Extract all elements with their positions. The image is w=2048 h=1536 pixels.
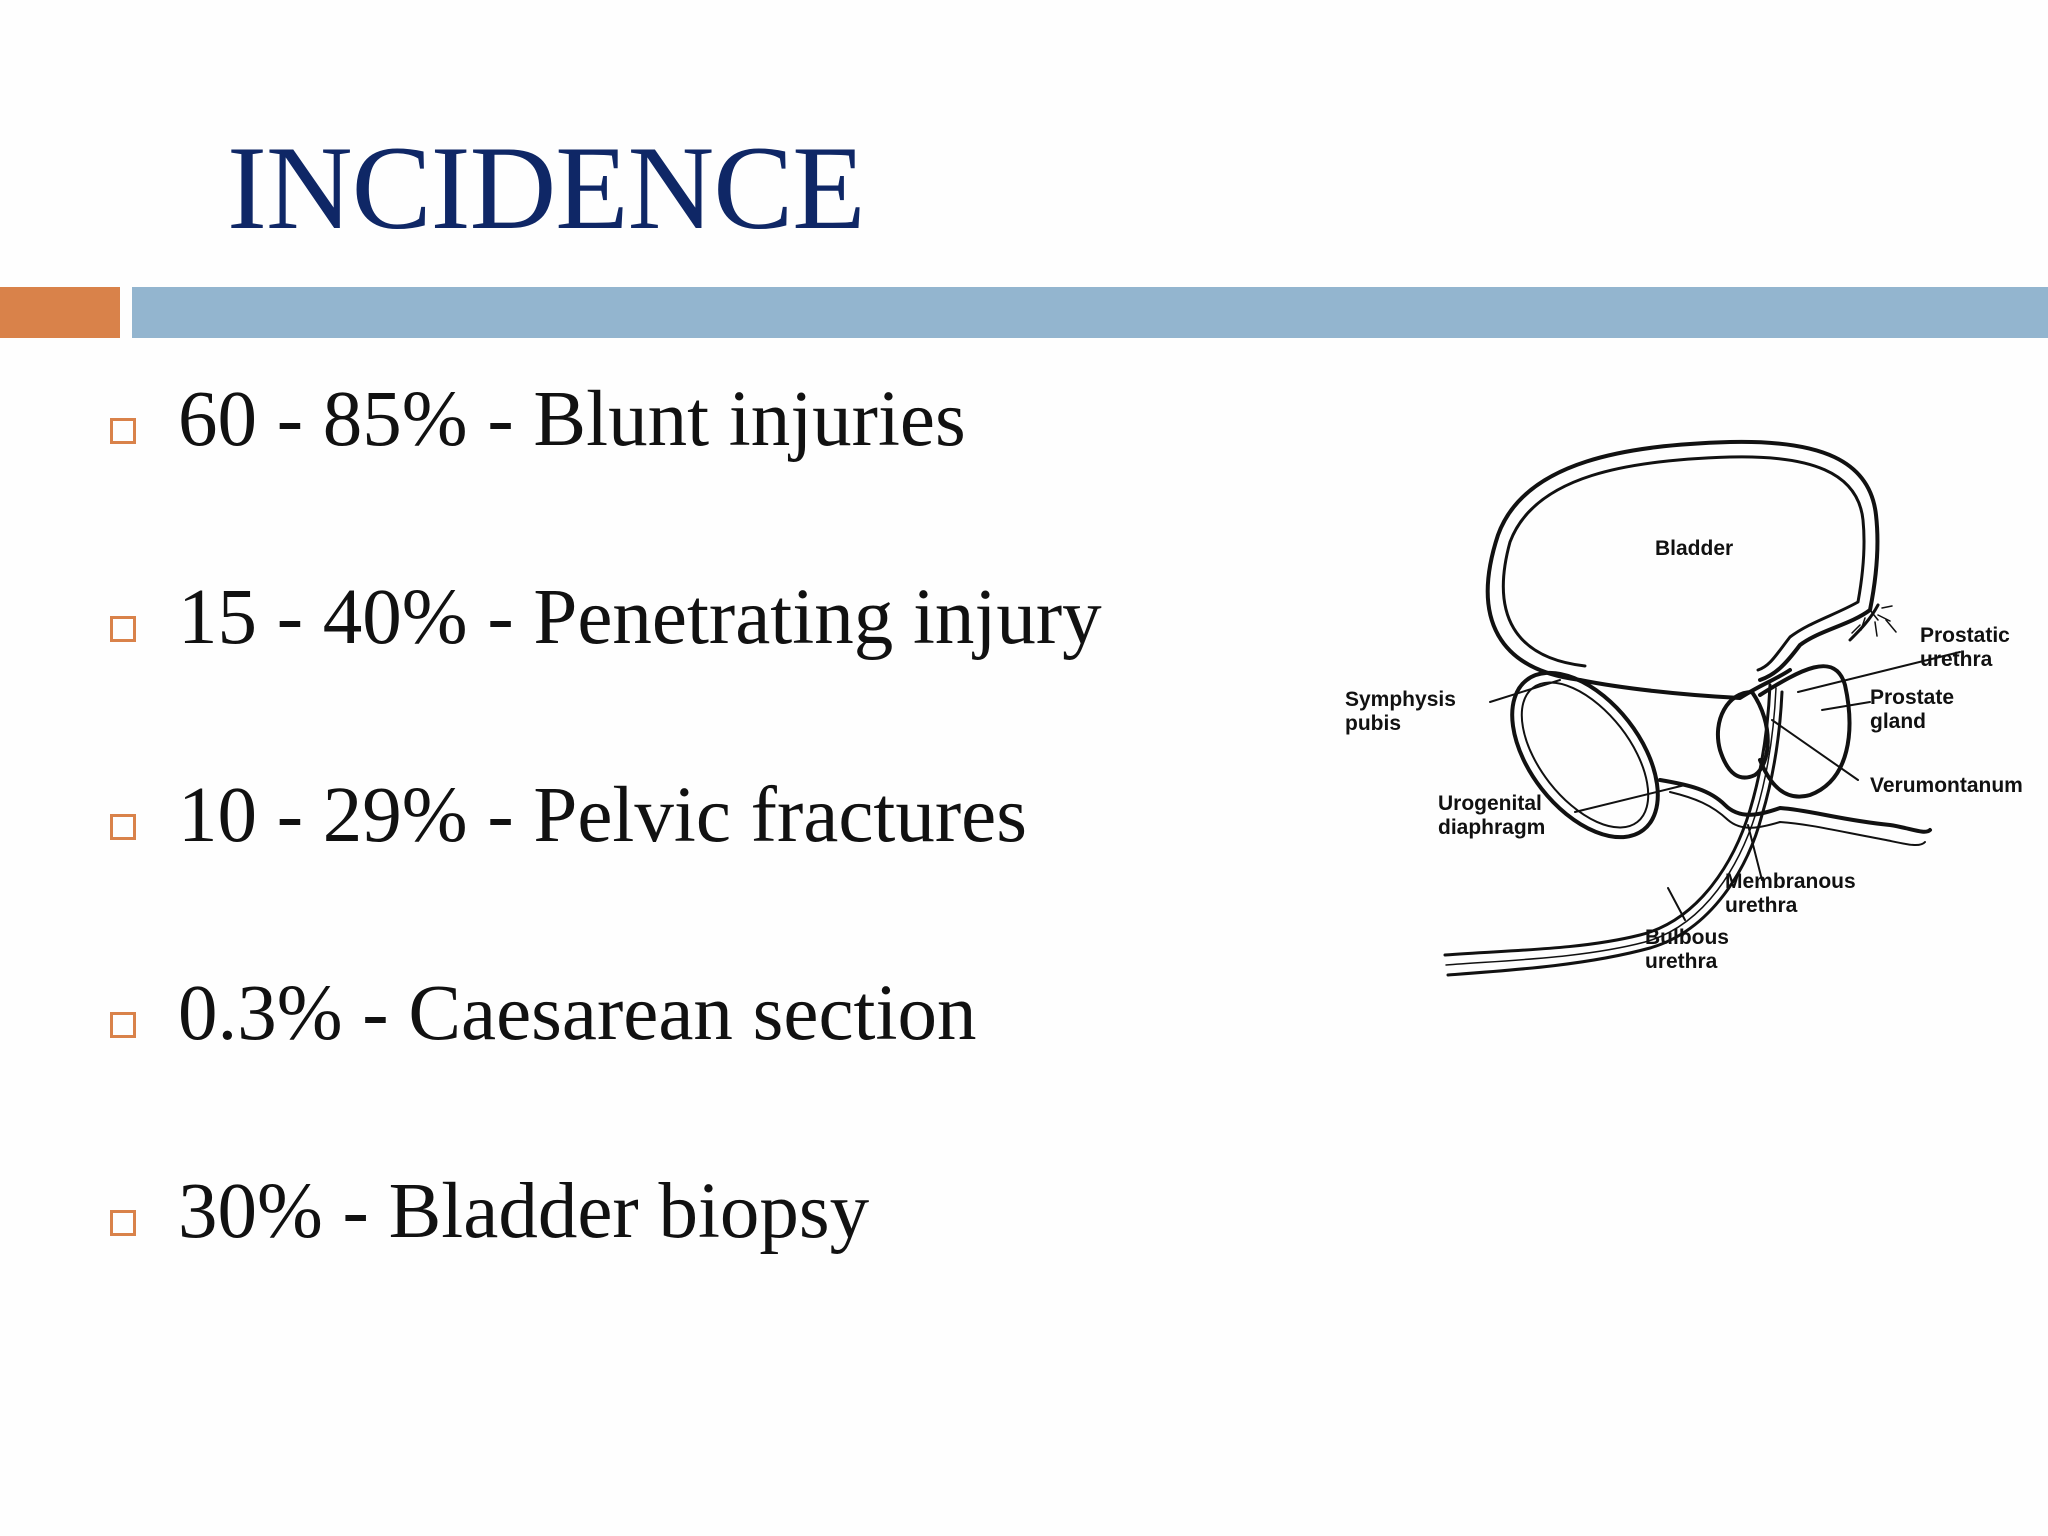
bullet-text: 60 - 85% - Blunt injuries <box>178 376 966 463</box>
slide-title: INCIDENCE <box>227 121 866 254</box>
bladder-inner-wall <box>1501 455 1866 672</box>
bulbous-urethra-label-2: urethra <box>1645 950 1718 973</box>
bladder-outline <box>1485 439 1880 682</box>
symphysis-pubis-label-1: Symphysis <box>1345 688 1456 711</box>
bullet-text: 0.3% - Caesarean section <box>178 970 977 1057</box>
hollow-square-icon <box>110 418 136 444</box>
hollow-square-icon <box>110 814 136 840</box>
urogenital-diaphragm-label-1: Urogenital <box>1438 792 1542 815</box>
urogenital-diaphragm <box>1658 778 1932 834</box>
bladder-label: Bladder <box>1655 537 1733 560</box>
hollow-square-icon <box>110 1210 136 1236</box>
prostatic-urethra <box>1443 683 1772 957</box>
bullet-text: 15 - 40% - Penetrating injury <box>178 574 1102 661</box>
bladder-neck <box>1578 668 1792 700</box>
hollow-square-icon <box>110 1012 136 1038</box>
bulbous-urethra-label-1: Bulbous <box>1645 926 1729 949</box>
prostate-gland-label-1: Prostate <box>1870 686 1954 709</box>
verumontanum-label: Verumontanum <box>1870 774 2023 797</box>
title-divider-bar <box>132 287 2048 338</box>
prostate-gland-label-2: gland <box>1870 710 1926 733</box>
urogenital-diaphragm-label-2: diaphragm <box>1438 816 1545 839</box>
urethra-anatomy-diagram: Bladder Prostatic urethra Prostate gland… <box>1330 430 2048 1010</box>
bullet-text: 30% - Bladder biopsy <box>178 1168 870 1255</box>
membranous-urethra-label-1: Membranous <box>1725 870 1856 893</box>
membranous-urethra-label-2: urethra <box>1725 894 1798 917</box>
prostatic-urethra-label-2: urethra <box>1920 648 1993 671</box>
symphysis-pubis-shape <box>1510 670 1660 840</box>
prostate-gland-shape <box>1758 664 1852 799</box>
prostatic-urethra-label-1: Prostatic <box>1920 624 2010 647</box>
symphysis-pubis-label-2: pubis <box>1345 712 1401 735</box>
hollow-square-icon <box>110 616 136 642</box>
bullet-text: 10 - 29% - Pelvic fractures <box>178 772 1027 859</box>
title-accent-bar <box>0 287 120 338</box>
